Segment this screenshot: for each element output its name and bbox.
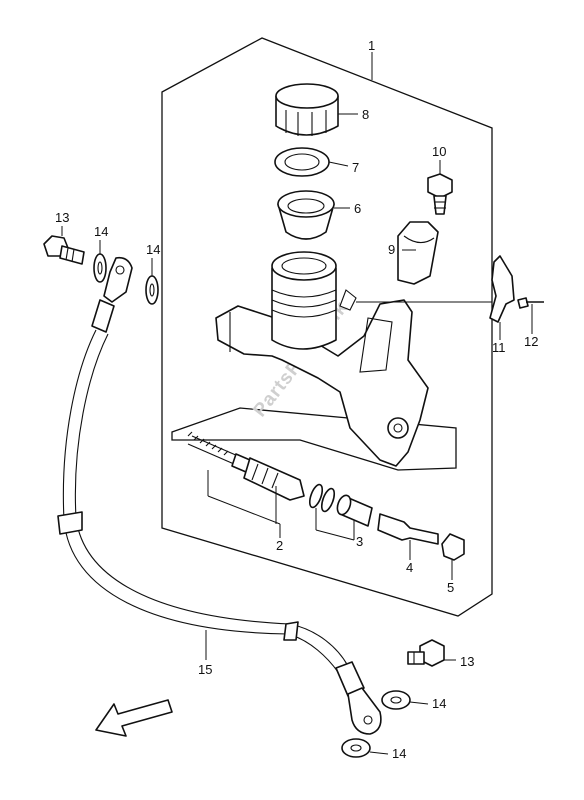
callout-12: 12 bbox=[524, 334, 538, 349]
callout-3: 3 bbox=[356, 534, 363, 549]
mounting-bracket bbox=[489, 255, 515, 323]
union-bolt-right bbox=[407, 639, 445, 667]
callout-1: 1 bbox=[368, 38, 375, 53]
washer-1 bbox=[93, 253, 107, 283]
leader-lines bbox=[61, 52, 533, 755]
callout-13-left: 13 bbox=[55, 210, 69, 225]
callout-14-left-2: 14 bbox=[146, 242, 160, 257]
callout-13-right: 13 bbox=[460, 654, 474, 669]
diaphragm-plate bbox=[274, 147, 330, 177]
washer-4 bbox=[341, 738, 371, 758]
clamp-bolt bbox=[427, 173, 453, 215]
push-rod bbox=[377, 513, 439, 545]
callout-14-left-1: 14 bbox=[94, 224, 108, 239]
callout-14-right-2: 14 bbox=[392, 746, 406, 761]
callout-8: 8 bbox=[362, 107, 369, 122]
callout-10: 10 bbox=[432, 144, 446, 159]
clutch-hose bbox=[57, 256, 382, 735]
master-cylinder-body bbox=[215, 251, 429, 467]
callout-11: 11 bbox=[492, 340, 506, 355]
callout-5: 5 bbox=[447, 580, 454, 595]
diaphragm bbox=[277, 190, 335, 240]
piston-spring-assembly bbox=[187, 431, 305, 501]
callout-4: 4 bbox=[406, 560, 413, 575]
clamp bbox=[397, 221, 439, 285]
callout-9: 9 bbox=[388, 242, 395, 257]
dust-boot bbox=[441, 533, 465, 561]
callout-14-right-1: 14 bbox=[432, 696, 446, 711]
union-bolt-left bbox=[43, 235, 85, 265]
front-direction-arrow-icon bbox=[95, 699, 173, 737]
callout-2: 2 bbox=[276, 538, 283, 553]
internal-parts-tray bbox=[171, 407, 457, 471]
washer-3 bbox=[381, 690, 411, 710]
callout-7: 7 bbox=[352, 160, 359, 175]
reservoir-cap bbox=[275, 83, 339, 136]
assembly-frame bbox=[161, 37, 493, 617]
piston-seals bbox=[308, 483, 373, 527]
washer-2 bbox=[145, 275, 159, 305]
bracket-screw bbox=[517, 297, 544, 309]
callout-15: 15 bbox=[198, 662, 212, 677]
callout-6: 6 bbox=[354, 201, 361, 216]
